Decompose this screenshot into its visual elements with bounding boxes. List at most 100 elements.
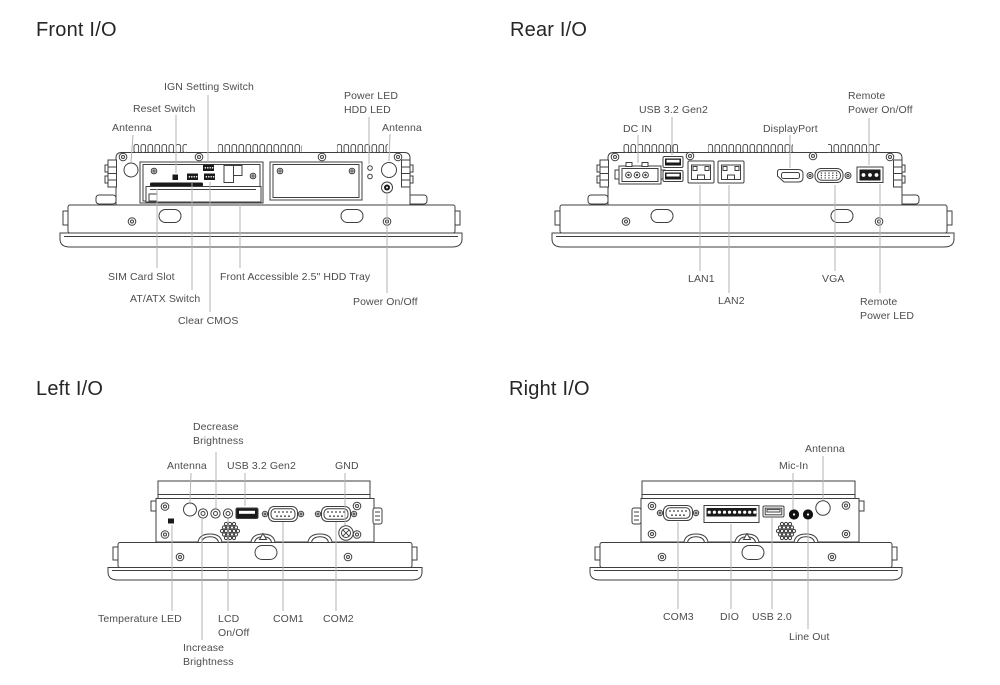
mic-in-jack: [788, 509, 800, 520]
label-com2: COM2: [323, 613, 354, 625]
left-io-title: Left I/O: [36, 378, 104, 400]
label-line-out: Line Out: [789, 631, 830, 643]
left-display-edge: [107, 567, 423, 581]
hdd-led-indicator: [367, 173, 373, 180]
lcd-on-off-button: [222, 508, 234, 519]
label-hdd-tray: Front Accessible 2.5" HDD Tray: [220, 271, 371, 283]
label-ign-setting-switch: IGN Setting Switch: [164, 81, 254, 93]
label-increase-brightness: Increase Brightness: [183, 642, 234, 668]
mount-bracket-right: [893, 159, 906, 188]
label-sim-card-slot: SIM Card Slot: [108, 271, 175, 283]
right-io-title: Right I/O: [509, 378, 590, 400]
bezel-cutout: [650, 209, 674, 223]
left-antenna-port: [183, 502, 197, 517]
power-led-indicator: [367, 165, 373, 171]
label-vga: VGA: [822, 273, 845, 285]
label-front-antenna-right: Antenna: [382, 122, 422, 134]
at-atx-switch-port: [187, 173, 198, 180]
clear-cmos-switch-port: [204, 173, 215, 180]
left-leader-lines: [171, 452, 346, 640]
front-antenna-left-port: [123, 162, 139, 178]
gnd-screw: [338, 525, 354, 541]
rear-bezel: [559, 204, 948, 234]
dio-terminal: [703, 505, 760, 523]
leader-lines: [130, 95, 881, 640]
right-leader-lines: [677, 456, 824, 629]
bezel-cutout: [158, 209, 182, 223]
rear-foot-left: [587, 194, 609, 205]
rear-display-edge: [551, 232, 955, 248]
hdd-tray-port: [145, 186, 262, 203]
temperature-led-indicator: [168, 518, 174, 524]
line-out-jack: [802, 509, 814, 520]
label-clear-cmos: Clear CMOS: [178, 315, 239, 327]
rear-io-drawing: [551, 144, 955, 248]
bezel-cutout: [830, 209, 854, 223]
label-left-antenna: Antenna: [167, 460, 207, 472]
label-usb-3-2-gen2-rear: USB 3.2 Gen2: [639, 104, 708, 116]
bezel-cutout: [340, 209, 364, 223]
bezel-cutout: [254, 545, 278, 560]
label-lan1: LAN1: [688, 273, 715, 285]
label-lcd-on-off: LCD On/Off: [218, 613, 250, 639]
front-bezel: [67, 204, 456, 234]
heatsink-fins: [337, 144, 388, 153]
usb-3-2-port: [235, 507, 259, 519]
front-display-edge: [59, 232, 463, 248]
mount-bracket-right: [401, 159, 414, 188]
right-io-drawing: [589, 480, 903, 581]
rear-leader-lines: [637, 117, 881, 293]
heatsink-fins: [828, 144, 880, 153]
label-displayport: DisplayPort: [763, 123, 818, 135]
heatsink-fins: [218, 144, 302, 153]
label-reset-switch: Reset Switch: [133, 103, 196, 115]
mount-bracket-left: [104, 159, 117, 188]
label-remote-power-on-off: Remote Power On/Off: [848, 90, 913, 116]
label-right-antenna: Antenna: [805, 443, 845, 455]
label-power-led: Power LED: [344, 90, 399, 102]
heatsink-fins: [623, 144, 678, 153]
label-usb-3-2-gen2-left: USB 3.2 Gen2: [227, 460, 296, 472]
front-io-title: Front I/O: [36, 19, 117, 41]
label-remote-power-led: Remote Power LED: [860, 296, 915, 322]
label-power-on-off: Power On/Off: [353, 296, 418, 308]
decrease-brightness-button: [210, 508, 221, 519]
left-io-drawing: [107, 480, 423, 581]
ign-setting-switch-port: [203, 164, 214, 171]
displayport-port: [777, 169, 804, 183]
front-foot-left: [95, 194, 117, 205]
remote-power-terminal: [856, 166, 884, 183]
reset-switch-port: [172, 174, 178, 180]
power-button: [381, 181, 393, 194]
increase-brightness-button: [197, 508, 209, 519]
dc-in-port: [614, 162, 666, 185]
label-at-atx-switch: AT/ATX Switch: [130, 293, 201, 305]
bezel-cutout: [741, 545, 765, 560]
label-decrease-brightness: Decrease Brightness: [193, 421, 244, 447]
label-hdd-led: HDD LED: [344, 104, 391, 116]
front-antenna-right-port: [381, 162, 397, 178]
sim-card-slot-port: [150, 182, 203, 187]
lan2-port: [717, 160, 745, 184]
usb-2-0-port: [762, 505, 785, 518]
mount-bracket-left: [596, 159, 609, 188]
label-mic-in: Mic-In: [779, 460, 809, 472]
label-lan2: LAN2: [718, 295, 745, 307]
right-antenna-port: [815, 500, 831, 516]
label-com1: COM1: [273, 613, 304, 625]
side-knob: [372, 507, 383, 525]
label-usb-2-0: USB 2.0: [752, 611, 792, 623]
label-front-antenna-left: Antenna: [112, 122, 152, 134]
usb-3-2-port-top: [662, 156, 684, 168]
side-knob: [631, 507, 642, 525]
label-dio: DIO: [720, 611, 739, 623]
label-temperature-led: Temperature LED: [98, 613, 182, 625]
rear-io-title: Rear I/O: [510, 19, 588, 41]
usb-3-2-port-bottom: [662, 170, 684, 182]
label-com3: COM3: [663, 611, 694, 623]
front-io-drawing: [59, 144, 463, 248]
label-dc-in: DC IN: [623, 123, 653, 135]
label-gnd: GND: [335, 460, 359, 472]
right-display-edge: [589, 567, 903, 581]
